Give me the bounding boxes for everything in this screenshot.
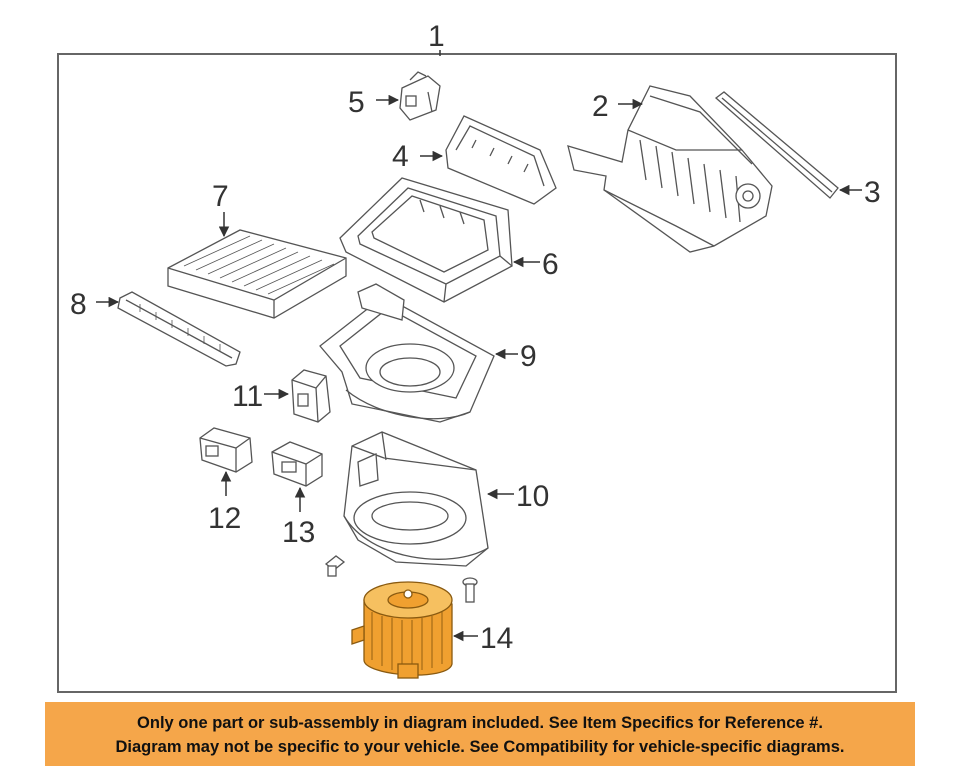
part-2-heater-case: [567, 85, 773, 253]
notice-line-2: Diagram may not be specific to your vehi…: [115, 738, 845, 756]
callout-9: 9: [520, 340, 537, 373]
callout-8: 8: [70, 288, 87, 321]
part-12-connector: [199, 427, 253, 473]
callout-6: 6: [542, 248, 559, 281]
part-10-lower-case: [343, 431, 489, 567]
callout-14: 14: [480, 622, 513, 655]
part-11-resistor: [291, 369, 331, 423]
part-9-upper-case: [319, 283, 495, 423]
bolt-icon: [462, 577, 478, 603]
part-7-cabin-filter: [167, 229, 347, 319]
callout-11: 11: [232, 380, 263, 413]
callout-1: 1: [428, 20, 445, 53]
part-3-seal-strip: [714, 91, 839, 199]
callout-3: 3: [864, 176, 881, 209]
part-13-relay: [271, 441, 323, 487]
part-14-blower-motor: [351, 581, 453, 679]
assembly-frame: [57, 53, 897, 693]
callout-7: 7: [212, 180, 229, 213]
part-6-filter-housing: [339, 177, 513, 303]
notice-line-1: Only one part or sub-assembly in diagram…: [137, 714, 823, 732]
part-8-filter-cover: [117, 291, 241, 367]
callout-5: 5: [348, 86, 365, 119]
part-5-actuator: [399, 71, 441, 121]
part-4-duct: [445, 115, 557, 205]
notice-banner: Only one part or sub-assembly in diagram…: [45, 702, 915, 766]
callout-4: 4: [392, 140, 409, 173]
notice-banner-bg: [45, 702, 915, 766]
callout-10: 10: [516, 480, 549, 513]
callout-13: 13: [282, 516, 315, 549]
callout-12: 12: [208, 502, 241, 535]
callout-2: 2: [592, 90, 609, 123]
screw-icon: [324, 555, 346, 577]
